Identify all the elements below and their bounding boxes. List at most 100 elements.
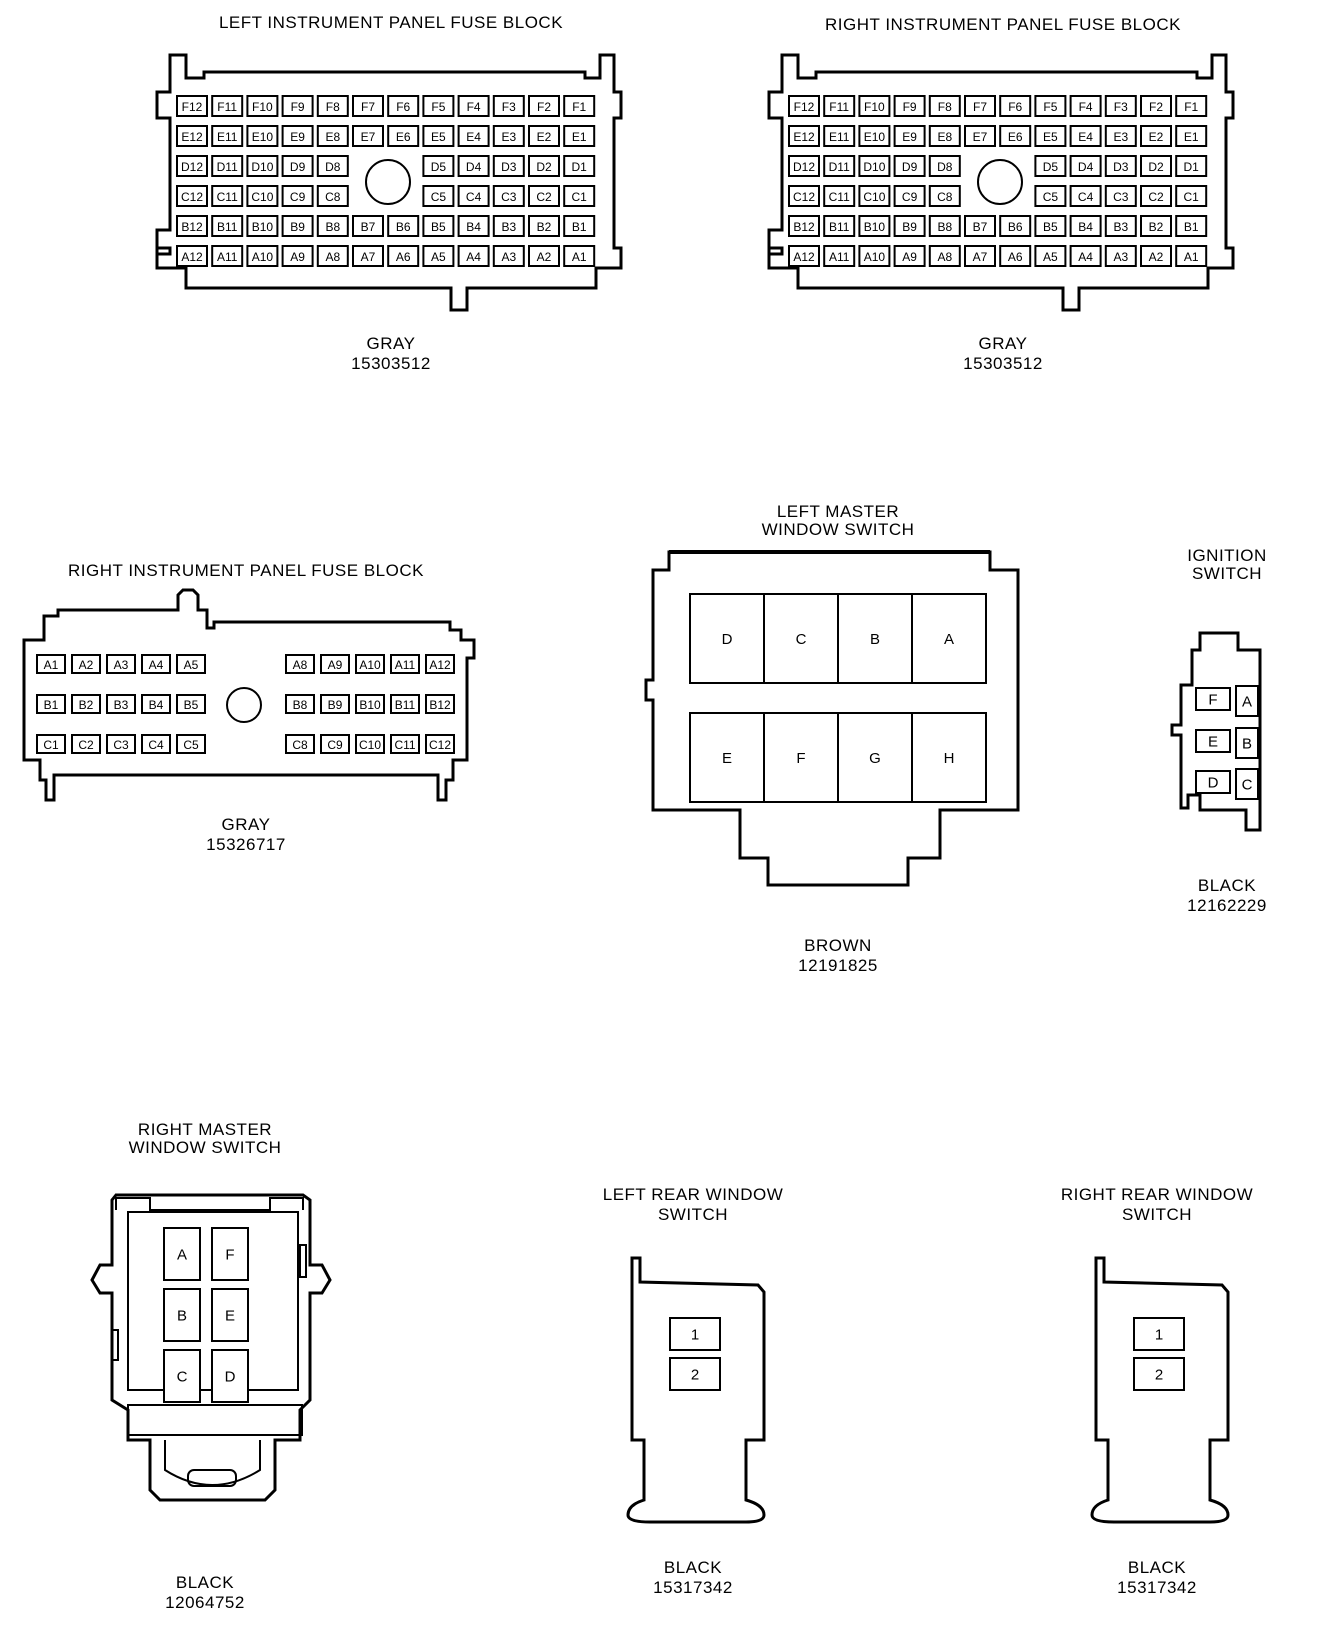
pin-cavity: E2 bbox=[1140, 125, 1172, 147]
pin-label: F2 bbox=[1149, 100, 1163, 114]
pin-cavity: B bbox=[1235, 727, 1259, 759]
pin-cavity: A6 bbox=[999, 245, 1032, 267]
pin-cavity: C5 bbox=[422, 185, 455, 207]
pin-cavity: D10 bbox=[858, 155, 891, 177]
pin-label: C11 bbox=[217, 190, 238, 204]
pin-box bbox=[928, 185, 961, 207]
pin-box bbox=[281, 245, 314, 267]
pin-label: C3 bbox=[113, 738, 129, 752]
pin-label: C5 bbox=[183, 738, 199, 752]
pin-label: C12 bbox=[181, 190, 203, 204]
pin-label: D8 bbox=[937, 160, 953, 174]
pin-cavity: A11 bbox=[211, 245, 244, 267]
pin-label: A10 bbox=[359, 658, 381, 672]
pin-label: A9 bbox=[902, 250, 917, 264]
pin-label: A5 bbox=[431, 250, 446, 264]
pin-label: B6 bbox=[1008, 220, 1023, 234]
pin-box bbox=[457, 215, 490, 237]
pin-cavity: B5 bbox=[1034, 215, 1067, 237]
pin-cavity: B2 bbox=[528, 215, 560, 237]
pin-box bbox=[36, 734, 66, 754]
pin-label: D10 bbox=[863, 160, 885, 174]
pin-cavity: A10 bbox=[355, 654, 385, 674]
pin-cavity: A11 bbox=[823, 245, 856, 267]
pin-cavity: A1 bbox=[1175, 245, 1208, 267]
pin-label: F7 bbox=[361, 100, 375, 114]
pin-label: E12 bbox=[181, 130, 203, 144]
pin-box bbox=[689, 593, 765, 684]
pin-box bbox=[1034, 185, 1067, 207]
pin-box bbox=[823, 245, 856, 267]
connector-outline bbox=[626, 1256, 766, 1524]
pin-cavity: E7 bbox=[964, 125, 996, 147]
pin-box bbox=[492, 215, 525, 237]
pin-box bbox=[36, 694, 66, 714]
pin-box bbox=[1034, 95, 1067, 117]
pin-cavity: F12 bbox=[176, 95, 208, 117]
connector-title: RIGHT INSTRUMENT PANEL FUSE BLOCK bbox=[68, 561, 424, 580]
pin-cavity: D8 bbox=[928, 155, 961, 177]
pin-cavity: B8 bbox=[316, 215, 349, 237]
pin-box bbox=[893, 215, 926, 237]
connector-color: BROWN bbox=[804, 936, 872, 955]
pin-label: E3 bbox=[501, 130, 516, 144]
pin-box bbox=[1140, 155, 1172, 177]
pin-box bbox=[928, 95, 961, 117]
pin-label: B4 bbox=[466, 220, 481, 234]
pin-cavity: B10 bbox=[355, 694, 385, 714]
pin-label: C5 bbox=[1043, 190, 1059, 204]
pin-box bbox=[1104, 185, 1137, 207]
pin-cavity: D4 bbox=[457, 155, 490, 177]
pin-cavity: A7 bbox=[352, 245, 384, 267]
pin-cavity: F8 bbox=[316, 95, 349, 117]
pin-cavity: 2 bbox=[1133, 1357, 1185, 1391]
pin-label: B2 bbox=[79, 698, 94, 712]
pin-box bbox=[352, 215, 384, 237]
pin-box bbox=[1235, 727, 1259, 759]
pin-box bbox=[316, 245, 349, 267]
pin-box bbox=[492, 125, 525, 147]
pin-box bbox=[316, 185, 349, 207]
pin-box bbox=[316, 125, 349, 147]
pin-cavity: A5 bbox=[422, 245, 455, 267]
pin-box bbox=[457, 125, 490, 147]
pin-label: E11 bbox=[217, 130, 238, 144]
pin-cavity: C8 bbox=[316, 185, 349, 207]
pin-box bbox=[669, 1317, 721, 1351]
pin-label: A3 bbox=[1113, 250, 1128, 264]
pin-cavity: F10 bbox=[858, 95, 891, 117]
pin-label: E1 bbox=[572, 130, 587, 144]
pin-cavity: C8 bbox=[285, 734, 315, 754]
pin-box bbox=[858, 155, 891, 177]
pin-box bbox=[176, 95, 208, 117]
pin-cavity: B9 bbox=[281, 215, 314, 237]
pin-label: B2 bbox=[537, 220, 552, 234]
side-rib bbox=[299, 1244, 307, 1278]
shroud bbox=[127, 1404, 303, 1436]
pin-label: B bbox=[177, 1308, 187, 1325]
pin-box bbox=[1140, 245, 1172, 267]
pin-cavity: E bbox=[211, 1288, 249, 1342]
pin-cavity: A bbox=[1235, 685, 1259, 717]
pin-box bbox=[1195, 729, 1231, 753]
pin-label: F4 bbox=[467, 100, 481, 114]
pin-label: E7 bbox=[973, 130, 988, 144]
pin-label: F8 bbox=[326, 100, 340, 114]
pin-label: A10 bbox=[864, 250, 886, 264]
connector-title: SWITCH bbox=[1122, 1205, 1192, 1224]
pin-label: F7 bbox=[973, 100, 987, 114]
pin-label: 2 bbox=[1155, 1367, 1163, 1384]
pin-box bbox=[457, 155, 490, 177]
pin-box bbox=[352, 95, 384, 117]
pin-label: A7 bbox=[973, 250, 988, 264]
pin-cavity: E3 bbox=[1104, 125, 1137, 147]
pin-cavity: D11 bbox=[211, 155, 244, 177]
pin-cavity: D2 bbox=[1140, 155, 1172, 177]
pin-label: B8 bbox=[325, 220, 340, 234]
pin-box bbox=[285, 654, 315, 674]
pin-box bbox=[281, 95, 314, 117]
pin-cavity: B9 bbox=[320, 694, 350, 714]
pin-cavity: F6 bbox=[387, 95, 420, 117]
pin-cavity: D5 bbox=[1034, 155, 1067, 177]
pin-box bbox=[355, 694, 385, 714]
